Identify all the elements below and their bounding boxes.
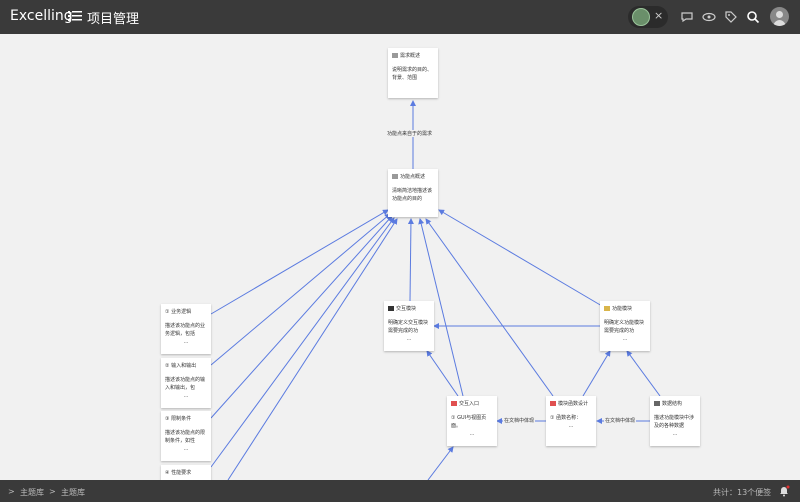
edge-func-feat (438, 209, 603, 307)
edge-io-feat (210, 213, 391, 366)
edge-label: 在文档中体现 (604, 417, 637, 424)
close-icon[interactable]: × (654, 9, 664, 22)
doc-icon (392, 174, 398, 179)
breadcrumb-item[interactable]: 主题库 (20, 488, 44, 497)
status-bar: > 主题库 > 主题库 共计：13个便签 (0, 480, 800, 502)
user-avatar (632, 8, 650, 26)
note-count: 共计：13个便签 (713, 488, 772, 497)
edge-biz-feat (210, 209, 389, 315)
comment-icon[interactable] (680, 10, 694, 24)
red-icon (451, 401, 457, 406)
edge-ui-feat (407, 218, 414, 302)
edge-entry-ui (426, 350, 459, 397)
notification-dot (786, 485, 790, 489)
node-business-logic[interactable]: ① 业务逻辑 描述该功能点的业务逻辑，包括 … (161, 304, 211, 354)
monitor-icon (388, 306, 394, 311)
node-module-function-design[interactable]: 模块函数设计 ① 函数名称： … (546, 396, 596, 446)
edge-label: 在文档中体现 (503, 417, 536, 424)
edge-param-feat (425, 218, 554, 397)
brand-logo[interactable]: Excelling (10, 8, 73, 24)
page-title: 项目管理 (87, 12, 140, 27)
mindmap-canvas[interactable]: 功能点来自于的需求 在文档中体现 在文档中体现 需求概述 说明需求的目的、背景、… (0, 34, 800, 480)
active-user-chip[interactable]: × (628, 6, 668, 28)
tag-icon[interactable] (724, 10, 738, 24)
menu-icon[interactable] (68, 9, 82, 23)
node-performance[interactable]: ④ 性能要求 (161, 465, 211, 480)
bell-icon[interactable] (778, 485, 790, 497)
doc-icon (392, 53, 398, 58)
node-requirement-overview[interactable]: 需求概述 说明需求的目的、背景、范围 (388, 48, 438, 98)
breadcrumb-item[interactable]: 主题库 (61, 488, 85, 497)
edge-label: 功能点来自于的需求 (386, 130, 434, 137)
edge-limit-feat (210, 215, 393, 419)
node-ui-entry[interactable]: 交互入口 ① GUI与视图页面。 … (447, 396, 497, 446)
node-input-output[interactable]: ② 输入和输出 描述该功能点的输入和输出，包 … (161, 358, 211, 408)
edge-lower-entry (427, 446, 454, 480)
edge-param-func (582, 350, 611, 397)
edge-entry-feat (418, 218, 464, 397)
person-icon (773, 11, 786, 26)
node-function-module[interactable]: 功能模块 明确定义功能模块需要完成的功 … (600, 301, 650, 351)
eye-icon[interactable] (702, 10, 716, 24)
pencil-icon (604, 306, 610, 311)
node-feature-overview[interactable]: 功能点概述 清晰简洁地描述该功能点的目的 (388, 169, 438, 217)
node-constraints[interactable]: ③ 限制条件 描述该功能点的限制条件，如性 … (161, 411, 211, 461)
node-ui-module[interactable]: 交互模块 明确定义交互模块需要完成的功 … (384, 301, 434, 351)
breadcrumb-separator: > (8, 487, 15, 496)
connection-lines (210, 100, 661, 480)
red-icon (550, 401, 556, 406)
profile-avatar[interactable] (770, 7, 789, 26)
edge-data-func (626, 350, 661, 397)
edge-bottom-feat (227, 218, 398, 480)
search-icon[interactable] (746, 10, 760, 24)
node-data-structure[interactable]: 数据结构 描述功能模块中涉及的各种数据 … (650, 396, 700, 446)
edge-perf-feat (210, 217, 395, 468)
calendar-icon (654, 401, 660, 406)
top-bar: Excelling 项目管理 × (0, 0, 800, 34)
breadcrumb-separator: > (49, 487, 56, 496)
